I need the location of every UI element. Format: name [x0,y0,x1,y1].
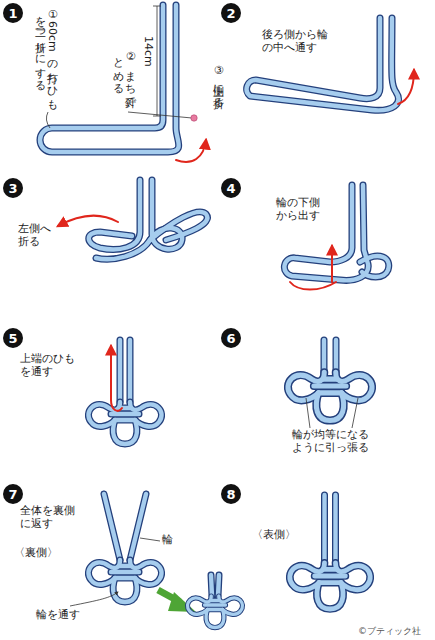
red-cord [290,282,336,290]
knot [88,402,161,444]
side-label: 〈表側〉 [252,528,312,541]
cord-outline [40,5,179,152]
step-note: 輪が均等になるように引っ張る [292,428,374,454]
step-note: 輪を通す [36,608,96,621]
step-number: 4 [221,178,241,198]
fold-arrow [58,216,118,226]
cord-fill [40,5,179,152]
knot [88,560,161,602]
fold-arrow [176,140,206,162]
step-number-text: 3 [8,181,17,196]
cord-fill [247,18,399,110]
step-number-text: 5 [8,331,17,346]
leader-line [306,398,358,428]
dimension-label: 14cm [142,36,154,78]
step-note: ③上側に折る [212,64,224,144]
knot [188,596,243,628]
leader-line [128,112,192,118]
step-number-text: 2 [226,6,235,21]
step-note: 左側へ折る [18,222,58,248]
step-number: 8 [221,484,241,504]
leader-arrow [70,592,118,606]
step-number: 2 [221,3,241,23]
step-note: 輪の下側から出す [276,196,328,222]
step-number-text: 4 [226,181,235,196]
cord-fill [89,180,208,259]
knot [288,372,372,420]
step-number-text: 1 [8,6,17,21]
step-number-text: 7 [8,487,17,502]
step-number: 6 [221,328,241,348]
dimension-line [153,6,161,116]
cord-outline [89,180,208,259]
part-label: 輪 [162,533,182,546]
pull-arrow [331,246,333,282]
side-label: 〈裏側〉 [14,546,74,559]
pass-arrow [111,346,122,411]
step-note: ①60cmの打ちひもを二つ折りにする [34,8,58,112]
step-note: 後ろ側から輪の中へ通す [262,28,334,54]
step-number: 1 [3,3,23,23]
knot [290,563,370,609]
step-number: 7 [3,484,23,504]
step-note: 上端のひもを通す [20,352,80,378]
step-note: 全体を裏側に返す [20,504,80,530]
step-number: 3 [3,178,23,198]
cord-outline [247,18,399,110]
step-number: 5 [3,328,23,348]
copyright: ©ブティック社 [358,626,435,637]
leader-line [46,112,50,128]
leader-line [140,538,160,541]
step-number-text: 8 [226,487,235,502]
step-number-text: 6 [226,331,235,346]
pass-arrow [398,70,414,104]
step-note: ②まち針でとめる [112,50,136,108]
pin-head [191,115,197,121]
